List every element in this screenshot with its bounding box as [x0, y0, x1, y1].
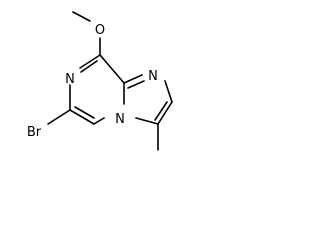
- bond-c5-n4: [93, 117, 105, 125]
- bond-c3-n4: [135, 117, 159, 125]
- bond-c8a-n1: [123, 74, 143, 84]
- atom-labels: O N N N Br: [27, 23, 158, 140]
- bond-c2-c3: [157, 101, 173, 125]
- bond-c8-n7: [79, 54, 101, 69]
- bonds: [47, 11, 173, 151]
- bond-c8a-c8: [99, 54, 125, 84]
- bond-c8a-n1-inner: [127, 80, 145, 89]
- bond-n1-c2: [164, 80, 173, 103]
- chemical-structure: O N N N Br: [27, 11, 173, 151]
- bond-c6-bromine: [47, 109, 71, 125]
- nitrogen-imidazole-label: N: [148, 69, 158, 84]
- bond-c8-n7-inner: [80, 60, 98, 73]
- bond-c6-c5-inner: [74, 106, 95, 119]
- nitrogen-ring-label: N: [65, 72, 75, 87]
- bond-c6-c5: [69, 109, 95, 125]
- bromine-label: Br: [27, 125, 42, 140]
- nitrogen-bridge-label: N: [115, 112, 125, 127]
- bond-c2-c3-inner: [154, 101, 168, 121]
- oxygen-label: O: [95, 23, 105, 38]
- bond-methyl-oxygen: [72, 11, 91, 22]
